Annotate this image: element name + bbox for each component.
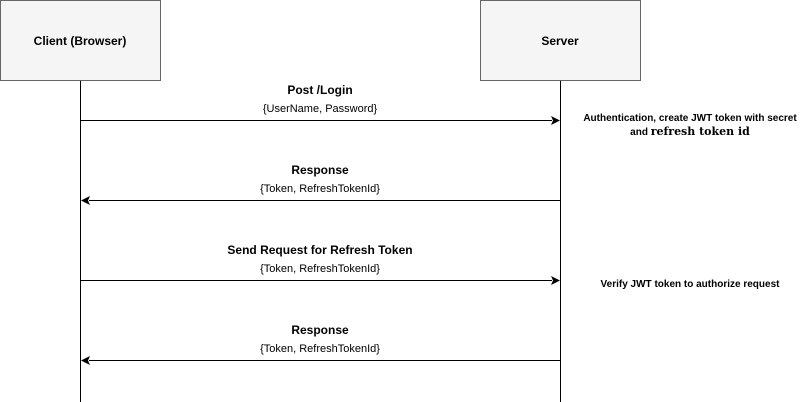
message-1-title: Post /Login — [287, 83, 353, 97]
auth-note-line-1: Authentication, create JWT token with se… — [583, 113, 797, 124]
client-participant-label: Client (Browser) — [33, 34, 127, 48]
auth-note-prefix: and — [630, 127, 651, 138]
verify-note: Verify JWT token to authorize request — [600, 279, 780, 290]
message-1-arrowhead — [551, 116, 560, 125]
message-4-title: Response — [291, 323, 349, 337]
server-participant-box[interactable] — [480, 0, 641, 81]
message-3-payload: {Token, RefreshTokenId} — [260, 263, 380, 275]
server-participant-label: Server — [541, 34, 579, 48]
message-1-payload: {UserName, Password} — [262, 103, 378, 115]
auth-note-emphasis: refresh token id — [650, 125, 750, 138]
message-2-arrowhead — [81, 196, 90, 205]
message-4-payload: {Token, RefreshTokenId} — [260, 343, 380, 355]
message-4-arrowhead — [81, 356, 90, 365]
client-participant-box[interactable] — [0, 0, 161, 81]
auth-note-line-2: and refresh token id — [630, 126, 750, 138]
message-3-title: Send Request for Refresh Token — [227, 243, 413, 257]
message-3-arrowhead — [551, 276, 560, 285]
message-2-payload: {Token, RefreshTokenId} — [260, 183, 380, 195]
message-2-title: Response — [291, 163, 349, 177]
